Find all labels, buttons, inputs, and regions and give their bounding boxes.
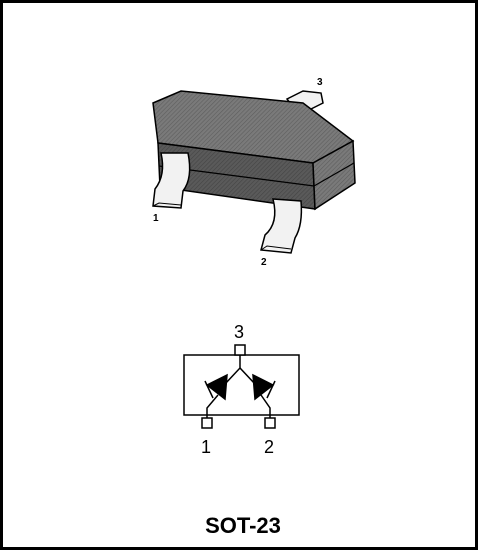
schematic-symbol [183, 344, 300, 429]
package-pin2-label: 2 [261, 257, 267, 268]
schematic-pin3-pad [234, 344, 246, 356]
diode-left [204, 373, 228, 401]
schematic-outline [183, 354, 300, 416]
package-pin1-label: 1 [153, 213, 159, 224]
sot23-drawing: 1 2 3 3 1 2 SOT-23 [152, 77, 356, 538]
schematic-pin2-pad [264, 417, 276, 429]
pin2-lead [260, 198, 303, 254]
pin1-lead [152, 152, 191, 209]
package-pin3-label: 3 [317, 77, 323, 88]
schematic-pin3-label: 3 [234, 322, 244, 342]
schematic-pin1-label: 1 [201, 437, 211, 457]
schematic-pin1-pad [201, 417, 213, 429]
package-3d-view: 1 2 3 [152, 77, 356, 268]
package-caption: SOT-23 [205, 513, 281, 538]
schematic-pin2-label: 2 [264, 437, 274, 457]
diode-right [252, 373, 276, 401]
